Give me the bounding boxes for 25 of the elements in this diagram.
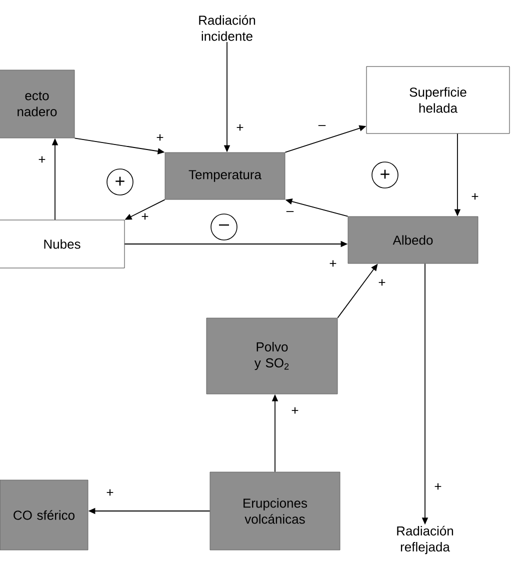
edge-label: + [330,260,336,267]
process-box: Nubes [0,220,125,268]
edge-label: + [142,213,148,220]
edge-label: + [156,134,164,141]
edge-label: + [434,483,442,490]
process-box: CO sférico [0,480,88,550]
edge-label: – [318,125,326,126]
process-box: Superficie helada [366,66,510,134]
loop-sign: – [210,214,238,240]
loop-sign: + [372,162,398,188]
text-label: Radiación incidente [199,15,256,41]
edge-label: + [236,124,244,131]
edge-label: + [38,156,46,163]
edge-label: + [378,279,386,286]
text-label: Radiación reflejada [397,526,454,554]
process-box: Polvo y SO$_{2}$ [206,318,338,394]
edge-label: – [286,211,294,212]
edge-label: + [106,489,114,496]
process-box: Albedo [348,216,478,264]
edge-label: + [472,193,478,200]
loop-sign: + [106,168,134,196]
process-box: Erupciones volcánicas [210,472,340,550]
process-box: ecto nadero [0,70,75,138]
edge-label: + [292,407,298,414]
process-box: Temperatura [164,152,286,200]
